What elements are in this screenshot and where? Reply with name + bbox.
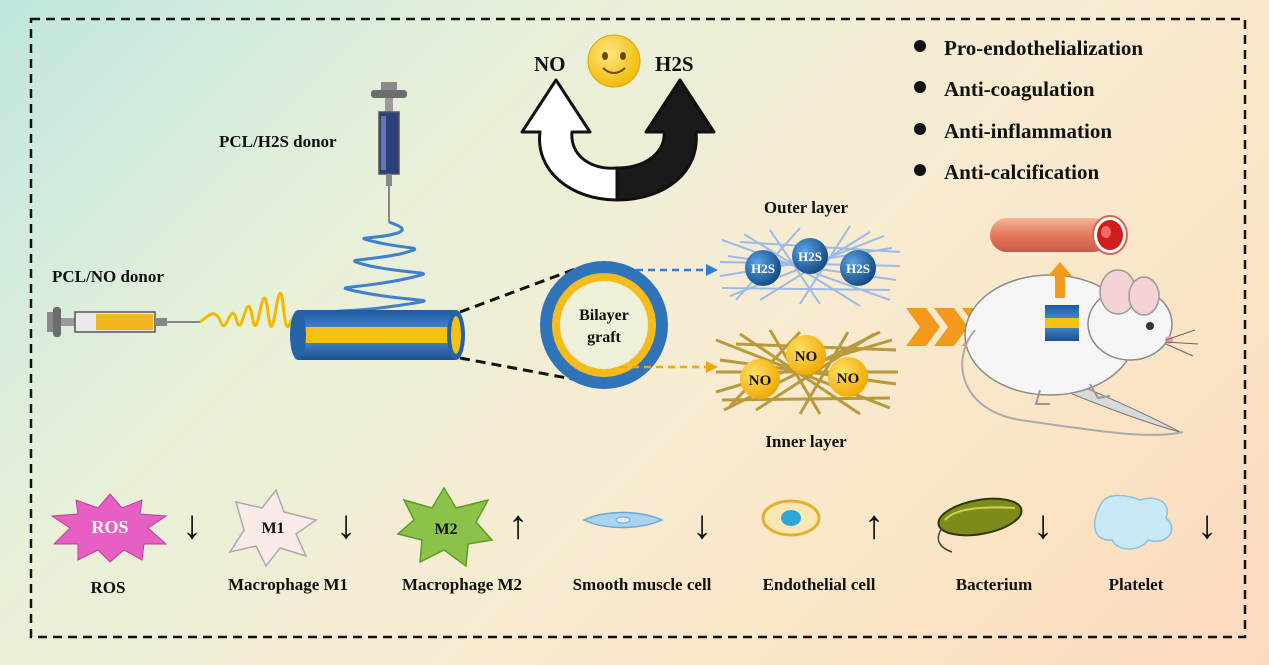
macrophage-m1-icon (228, 488, 318, 568)
arrow-head-outer (706, 264, 718, 276)
inner-layer-label: Inner layer (765, 432, 847, 451)
smooth-muscle-cell-label: Smooth muscle cell (573, 575, 712, 594)
endothelial-cell-label: Endothelial cell (763, 575, 876, 594)
smiley-face-icon (587, 34, 641, 88)
ros-icon-text: ROS (91, 517, 128, 537)
graft-label: graft (587, 329, 621, 346)
benefits-list (914, 40, 926, 176)
arrow-head-inner (706, 361, 718, 373)
cycle-arrows-icon (520, 78, 716, 202)
endothelial-trend-arrow: ↑ (864, 502, 884, 547)
m1-trend-arrow: ↓ (336, 502, 356, 547)
mouse-icon (961, 262, 1199, 436)
bacterium-label: Bacterium (956, 575, 1032, 594)
endothelial-cell-icon (761, 499, 821, 537)
zoom-line-bottom (459, 356, 579, 382)
h2s-particle-label: H2S (798, 249, 822, 264)
blood-vessel-icon (990, 215, 1128, 255)
outer-layer-label: Outer layer (764, 198, 849, 217)
macrophage-m1-label: Macrophage M1 (228, 575, 348, 594)
blue-fiber-coil (336, 220, 426, 320)
smooth-muscle-cell-icon (582, 511, 664, 529)
yellow-fiber-wave (199, 291, 300, 329)
no-particles (740, 335, 868, 399)
h2s-particle-label: H2S (846, 261, 870, 276)
m2-trend-arrow: ↑ (508, 502, 528, 547)
h2s-particle-label: H2S (751, 261, 775, 276)
benefit-item: Pro-endothelialization (944, 36, 1143, 60)
no-particle-label: NO (837, 371, 860, 387)
h2s-particles (745, 238, 876, 286)
m2-icon-text: M2 (434, 521, 457, 538)
smooth-muscle-trend-arrow: ↓ (692, 502, 712, 547)
ros-label: ROS (91, 578, 126, 597)
no-particle-label: NO (749, 373, 772, 389)
pcl-h2s-label: PCL/H2S donor (219, 132, 337, 151)
syringe-no-icon (47, 307, 200, 337)
benefit-item: Anti-inflammation (944, 119, 1112, 143)
ros-trend-arrow: ↓ (182, 502, 202, 547)
platelet-label: Platelet (1109, 575, 1164, 594)
cycle-no-label: NO (534, 52, 566, 76)
bilayer-label: Bilayer (579, 307, 629, 324)
benefit-item: Anti-coagulation (944, 77, 1095, 101)
cycle-h2s-label: H2S (655, 52, 694, 76)
graft-tube (290, 310, 465, 360)
syringe-h2s-icon (371, 82, 407, 222)
ros-burst-icon (50, 493, 168, 563)
bacterium-trend-arrow: ↓ (1033, 502, 1053, 547)
bilayer-cross-section (540, 261, 668, 389)
macrophage-m2-icon (396, 486, 494, 568)
platelet-icon (1093, 494, 1173, 550)
dashed-frame (29, 17, 1247, 639)
m1-icon-text: M1 (261, 520, 284, 537)
platelet-trend-arrow: ↓ (1197, 502, 1217, 547)
zoom-line-top (459, 266, 579, 314)
pcl-no-label: PCL/NO donor (52, 267, 164, 286)
benefit-item: Anti-calcification (944, 160, 1099, 184)
no-particle-label: NO (795, 349, 818, 365)
bacterium-icon (937, 497, 1023, 553)
macrophage-m2-label: Macrophage M2 (402, 575, 522, 594)
